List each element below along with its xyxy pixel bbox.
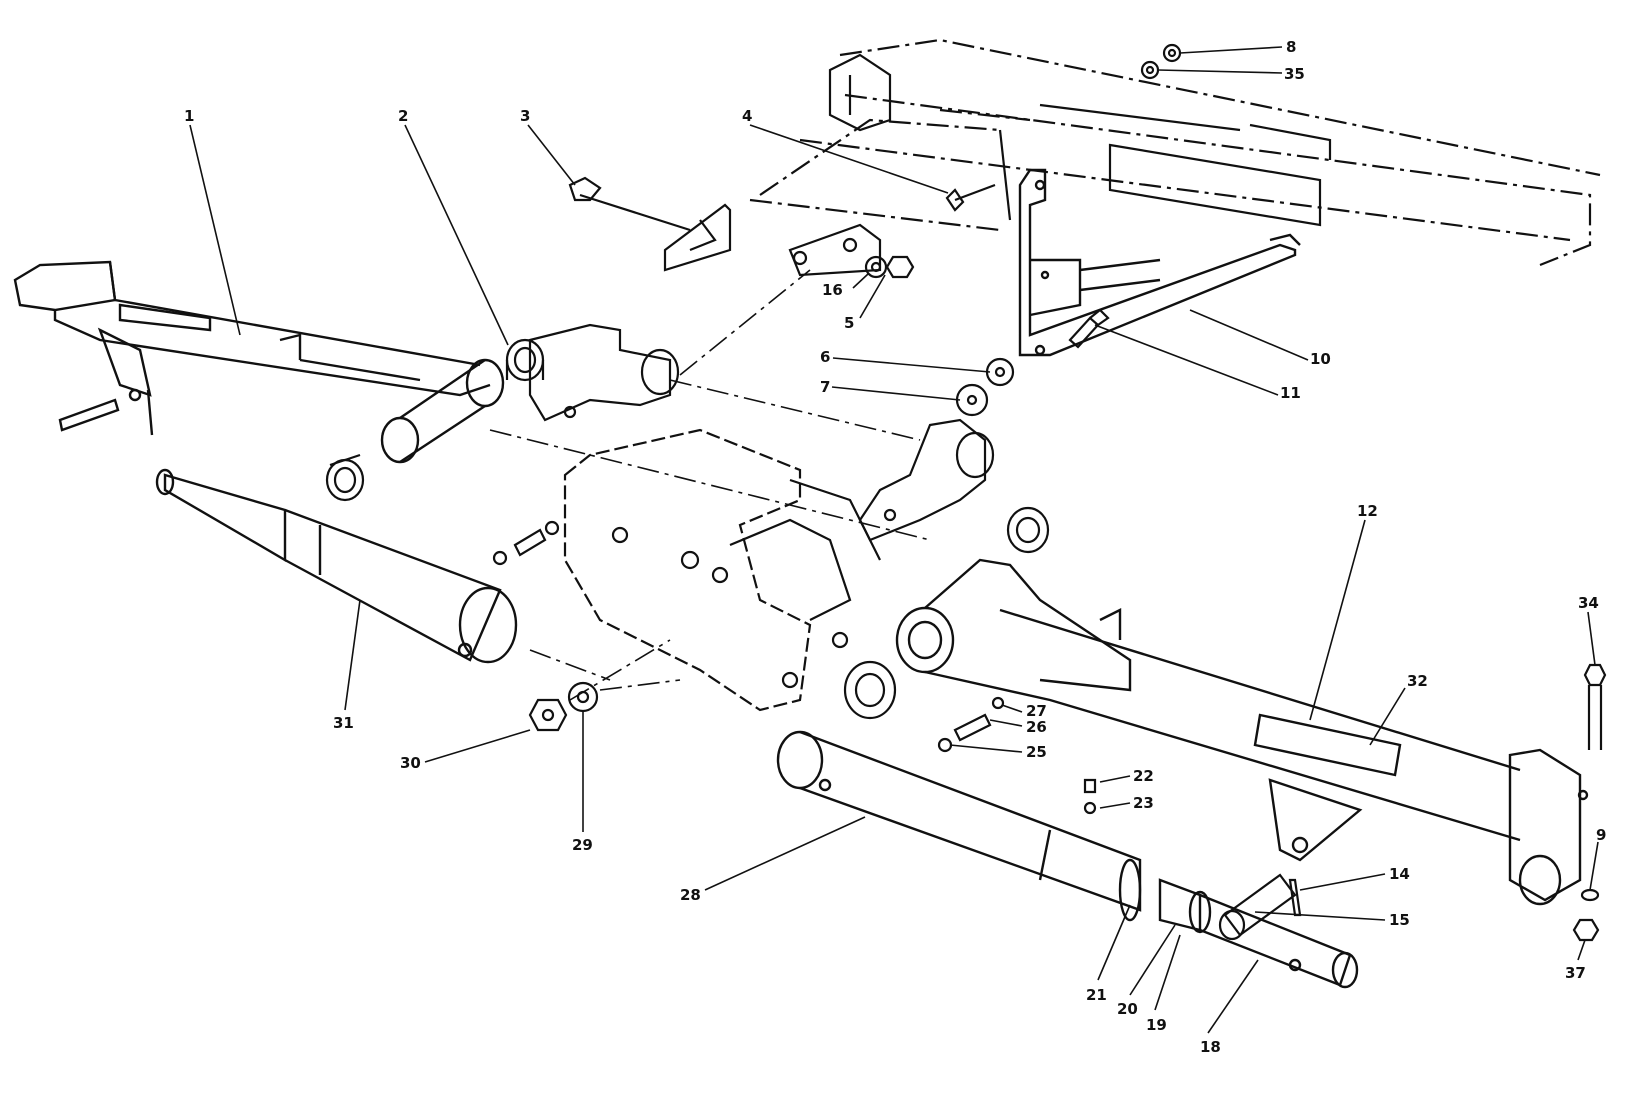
assembly-lines <box>489 269 931 701</box>
bushing-right-lower <box>843 660 897 720</box>
lift-arm-right <box>895 558 1589 906</box>
bushing-right-upper <box>1006 506 1050 554</box>
callout-21: 21 <box>1086 986 1107 1004</box>
callout-2: 2 <box>398 107 408 125</box>
hinge-bracket <box>568 176 882 277</box>
nut-5-washer-16 <box>864 255 915 279</box>
washer-9-nut-37 <box>1572 888 1600 942</box>
callout-labels: 1 2 3 4 8 35 16 5 6 7 10 11 12 34 32 27 … <box>184 38 1606 1056</box>
callout-12: 12 <box>1357 502 1378 520</box>
callout-8: 8 <box>1286 38 1296 56</box>
callout-7: 7 <box>820 378 830 396</box>
callout-37: 37 <box>1565 964 1586 982</box>
callout-5: 5 <box>844 314 854 332</box>
callout-30: 30 <box>400 754 421 772</box>
callout-9: 9 <box>1596 826 1606 844</box>
mower-frame <box>749 38 1601 267</box>
pin-15 <box>1218 873 1297 941</box>
callout-20: 20 <box>1117 1000 1138 1018</box>
callout-18: 18 <box>1200 1038 1221 1056</box>
callout-3: 3 <box>520 107 530 125</box>
callout-4: 4 <box>742 107 752 125</box>
washers-6-7 <box>955 357 1015 417</box>
callout-25: 25 <box>1026 743 1047 761</box>
callout-34: 34 <box>1578 594 1599 612</box>
lift-arm-left <box>13 260 505 464</box>
callout-23: 23 <box>1133 794 1154 812</box>
callout-28: 28 <box>680 886 701 904</box>
bushing-left-lower <box>325 453 365 502</box>
callout-27: 27 <box>1026 702 1047 720</box>
callout-19: 19 <box>1146 1016 1167 1034</box>
callout-16: 16 <box>822 281 843 299</box>
nut-8-washer-35 <box>1140 43 1182 80</box>
bushing-2 <box>505 338 545 382</box>
callout-15: 15 <box>1389 911 1410 929</box>
bolt-34 <box>1583 663 1607 750</box>
shaft-28 <box>776 730 1359 989</box>
callout-35: 35 <box>1284 65 1305 83</box>
center-mount-plate <box>528 323 995 712</box>
callout-31: 31 <box>333 714 354 732</box>
callout-10: 10 <box>1310 350 1331 368</box>
callout-22: 22 <box>1133 767 1154 785</box>
shaft-31 <box>155 468 518 664</box>
callout-14: 14 <box>1389 865 1410 883</box>
bracket-assembly <box>1018 168 1301 357</box>
callout-11: 11 <box>1280 384 1301 402</box>
callout-26: 26 <box>1026 718 1047 736</box>
leader-lines <box>189 46 1599 1034</box>
callout-32: 32 <box>1407 672 1428 690</box>
bolt-4 <box>945 183 996 212</box>
callout-29: 29 <box>572 836 593 854</box>
bolt-11 <box>1068 308 1110 349</box>
grease-fitting-right <box>937 696 1097 815</box>
callout-6: 6 <box>820 348 830 366</box>
grease-fitting-left <box>492 520 560 566</box>
callout-1: 1 <box>184 107 194 125</box>
